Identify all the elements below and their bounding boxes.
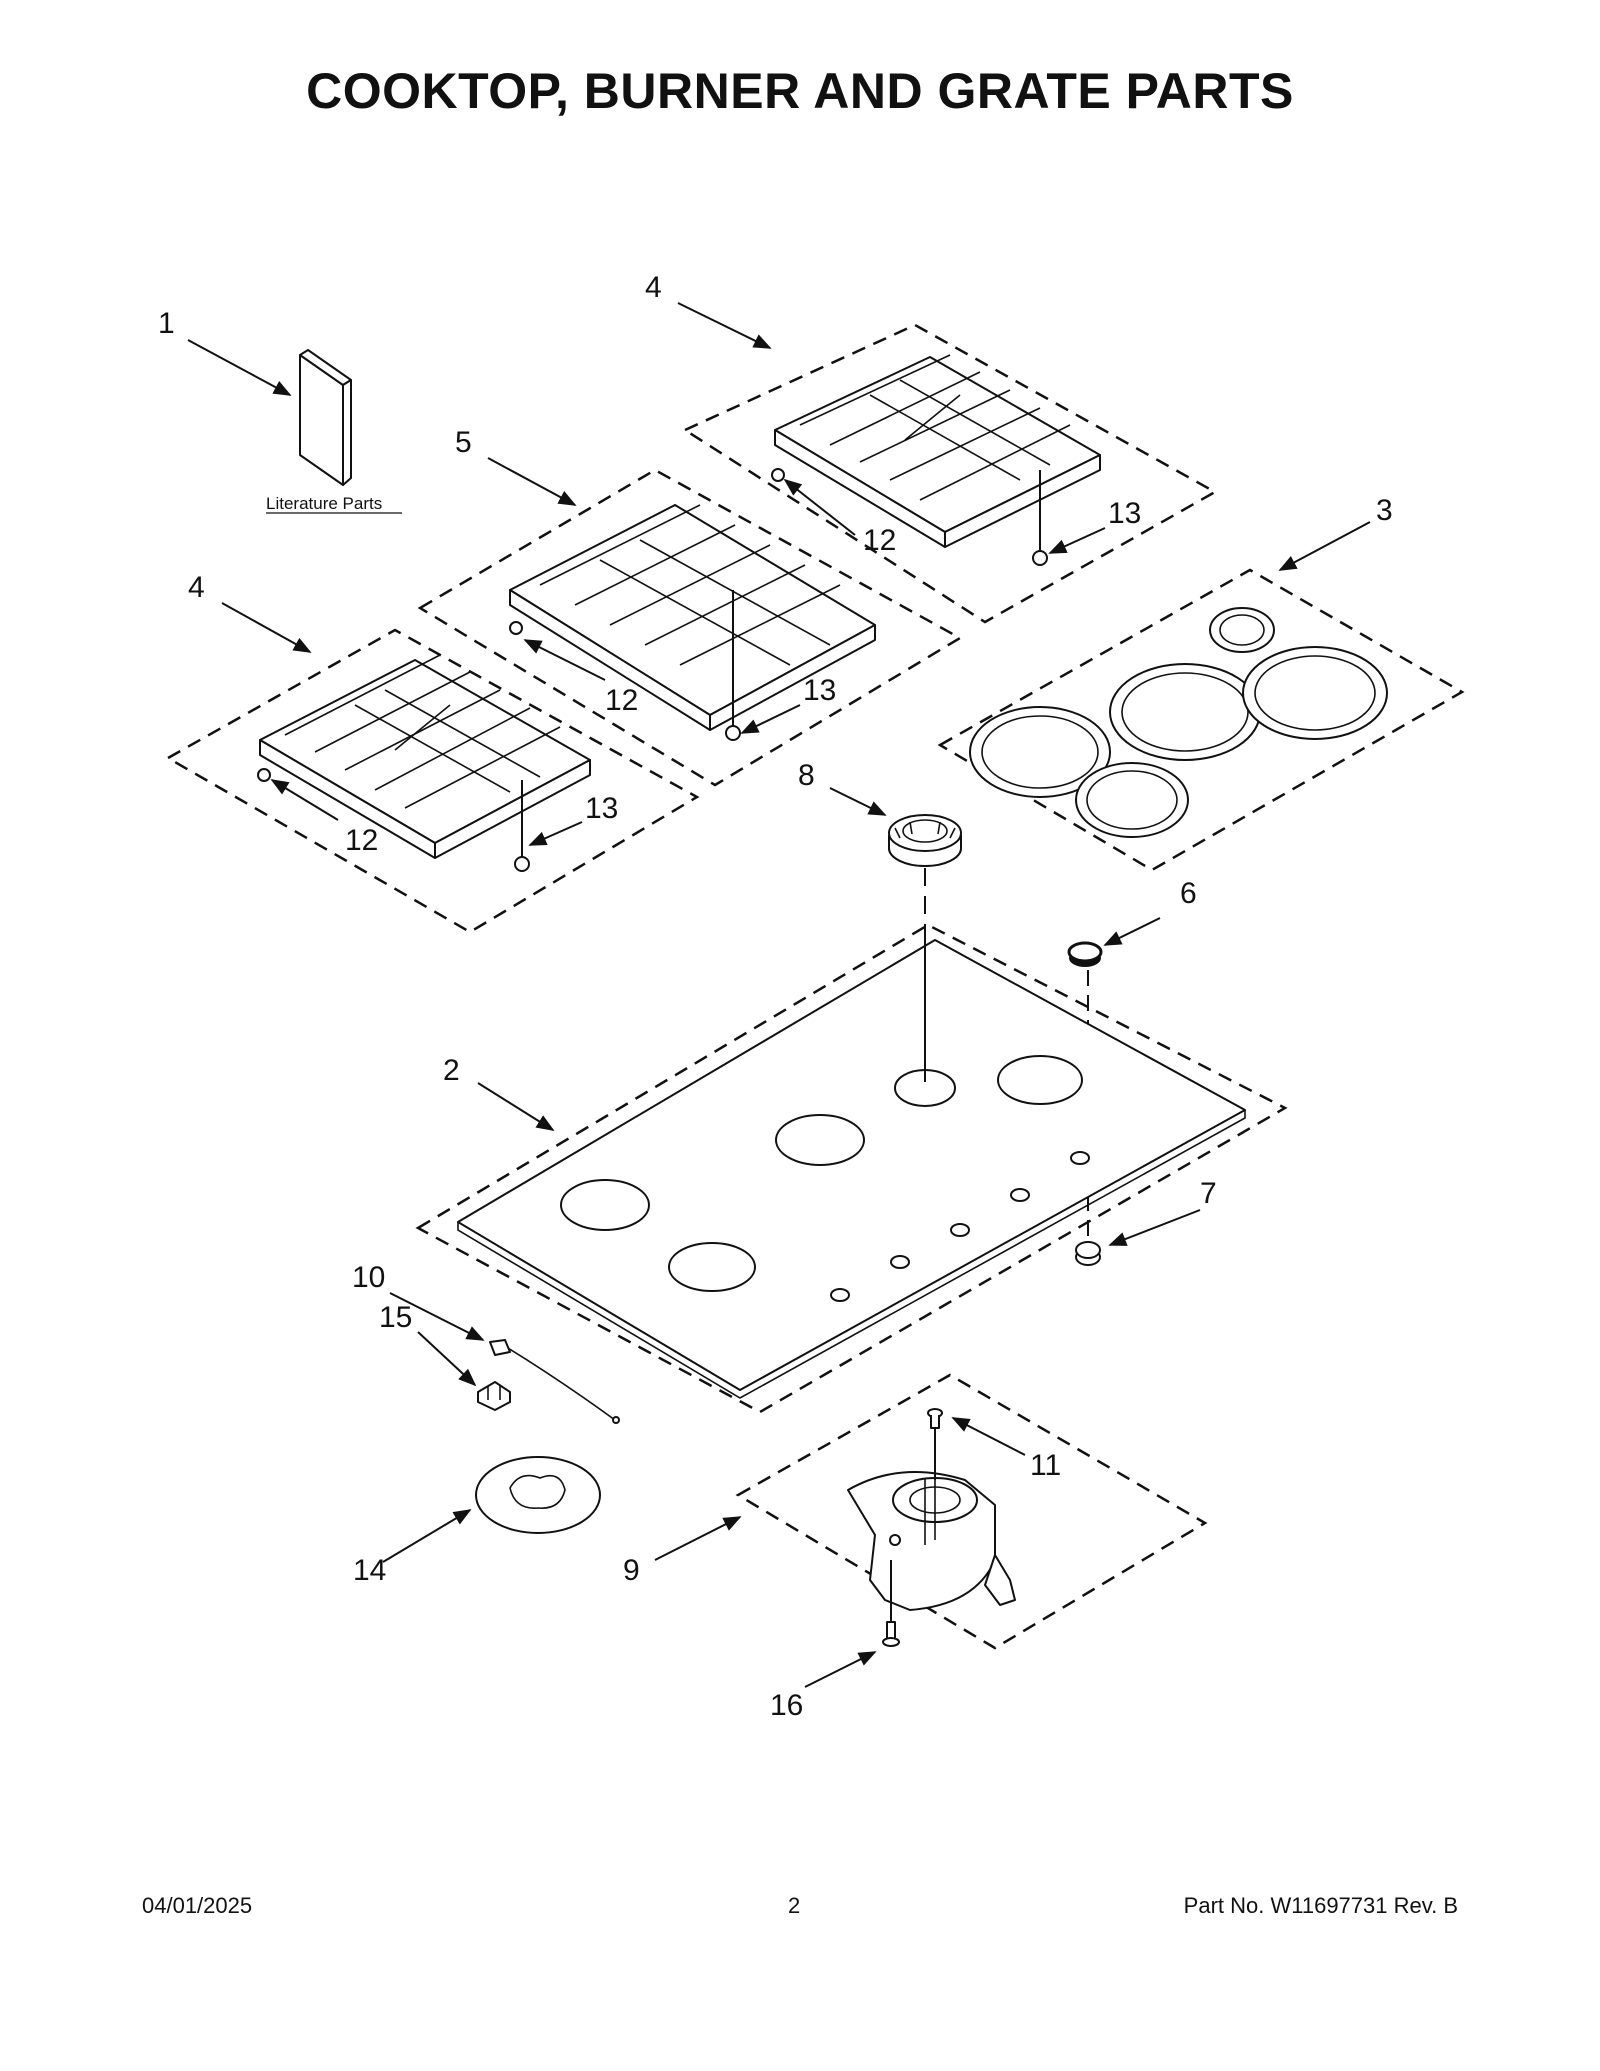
callout-12-center: 12: [605, 684, 638, 717]
callout-5: 5: [455, 426, 472, 459]
callout-3: 3: [1376, 494, 1393, 527]
callout-13-left: 13: [585, 792, 618, 825]
callout-4-top: 4: [645, 271, 662, 304]
page-title: COOKTOP, BURNER AND GRATE PARTS: [306, 63, 1294, 119]
burner-spacer-plate[interactable]: [475, 1456, 601, 1534]
callout-10: 10: [352, 1261, 385, 1294]
burner-caps[interactable]: [937, 568, 1465, 872]
valve-grommet[interactable]: [1075, 1241, 1101, 1266]
callout-13-center: 13: [803, 674, 836, 707]
callout-12-left: 12: [345, 824, 378, 857]
callout-7: 7: [1200, 1177, 1217, 1210]
side-grate-right[interactable]: [682, 323, 1218, 624]
burner-screw-top[interactable]: [927, 1408, 943, 1480]
burner-base[interactable]: [735, 1373, 1208, 1650]
callout-2: 2: [443, 1054, 460, 1087]
callout-9: 9: [623, 1554, 640, 1587]
callout-15: 15: [379, 1301, 412, 1334]
cooktop-glass[interactable]: [415, 923, 1288, 1414]
callout-8: 8: [798, 759, 815, 792]
literature-book[interactable]: Literature Parts: [266, 349, 402, 514]
callout-4-left: 4: [188, 571, 205, 604]
footer-page-number: 2: [788, 1893, 801, 1918]
side-grate-left[interactable]: [165, 628, 700, 934]
footer-part-number: Part No. W11697731 Rev. B: [1183, 1893, 1458, 1918]
burner-screw-bottom[interactable]: [882, 1560, 900, 1647]
callout-16: 16: [770, 1689, 803, 1722]
footer-date: 04/01/2025: [142, 1893, 253, 1918]
callout-1: 1: [158, 307, 175, 340]
callout-12-top: 12: [863, 524, 896, 557]
callout-11: 11: [1030, 1449, 1061, 1482]
callout-6: 6: [1180, 877, 1197, 910]
center-grate[interactable]: [417, 468, 963, 787]
spark-igniter[interactable]: [489, 1339, 620, 1424]
callout-13-top: 13: [1108, 497, 1141, 530]
literature-parts-label[interactable]: Literature Parts: [266, 494, 382, 513]
igniter-clip[interactable]: [477, 1381, 511, 1411]
callout-14: 14: [353, 1554, 386, 1587]
